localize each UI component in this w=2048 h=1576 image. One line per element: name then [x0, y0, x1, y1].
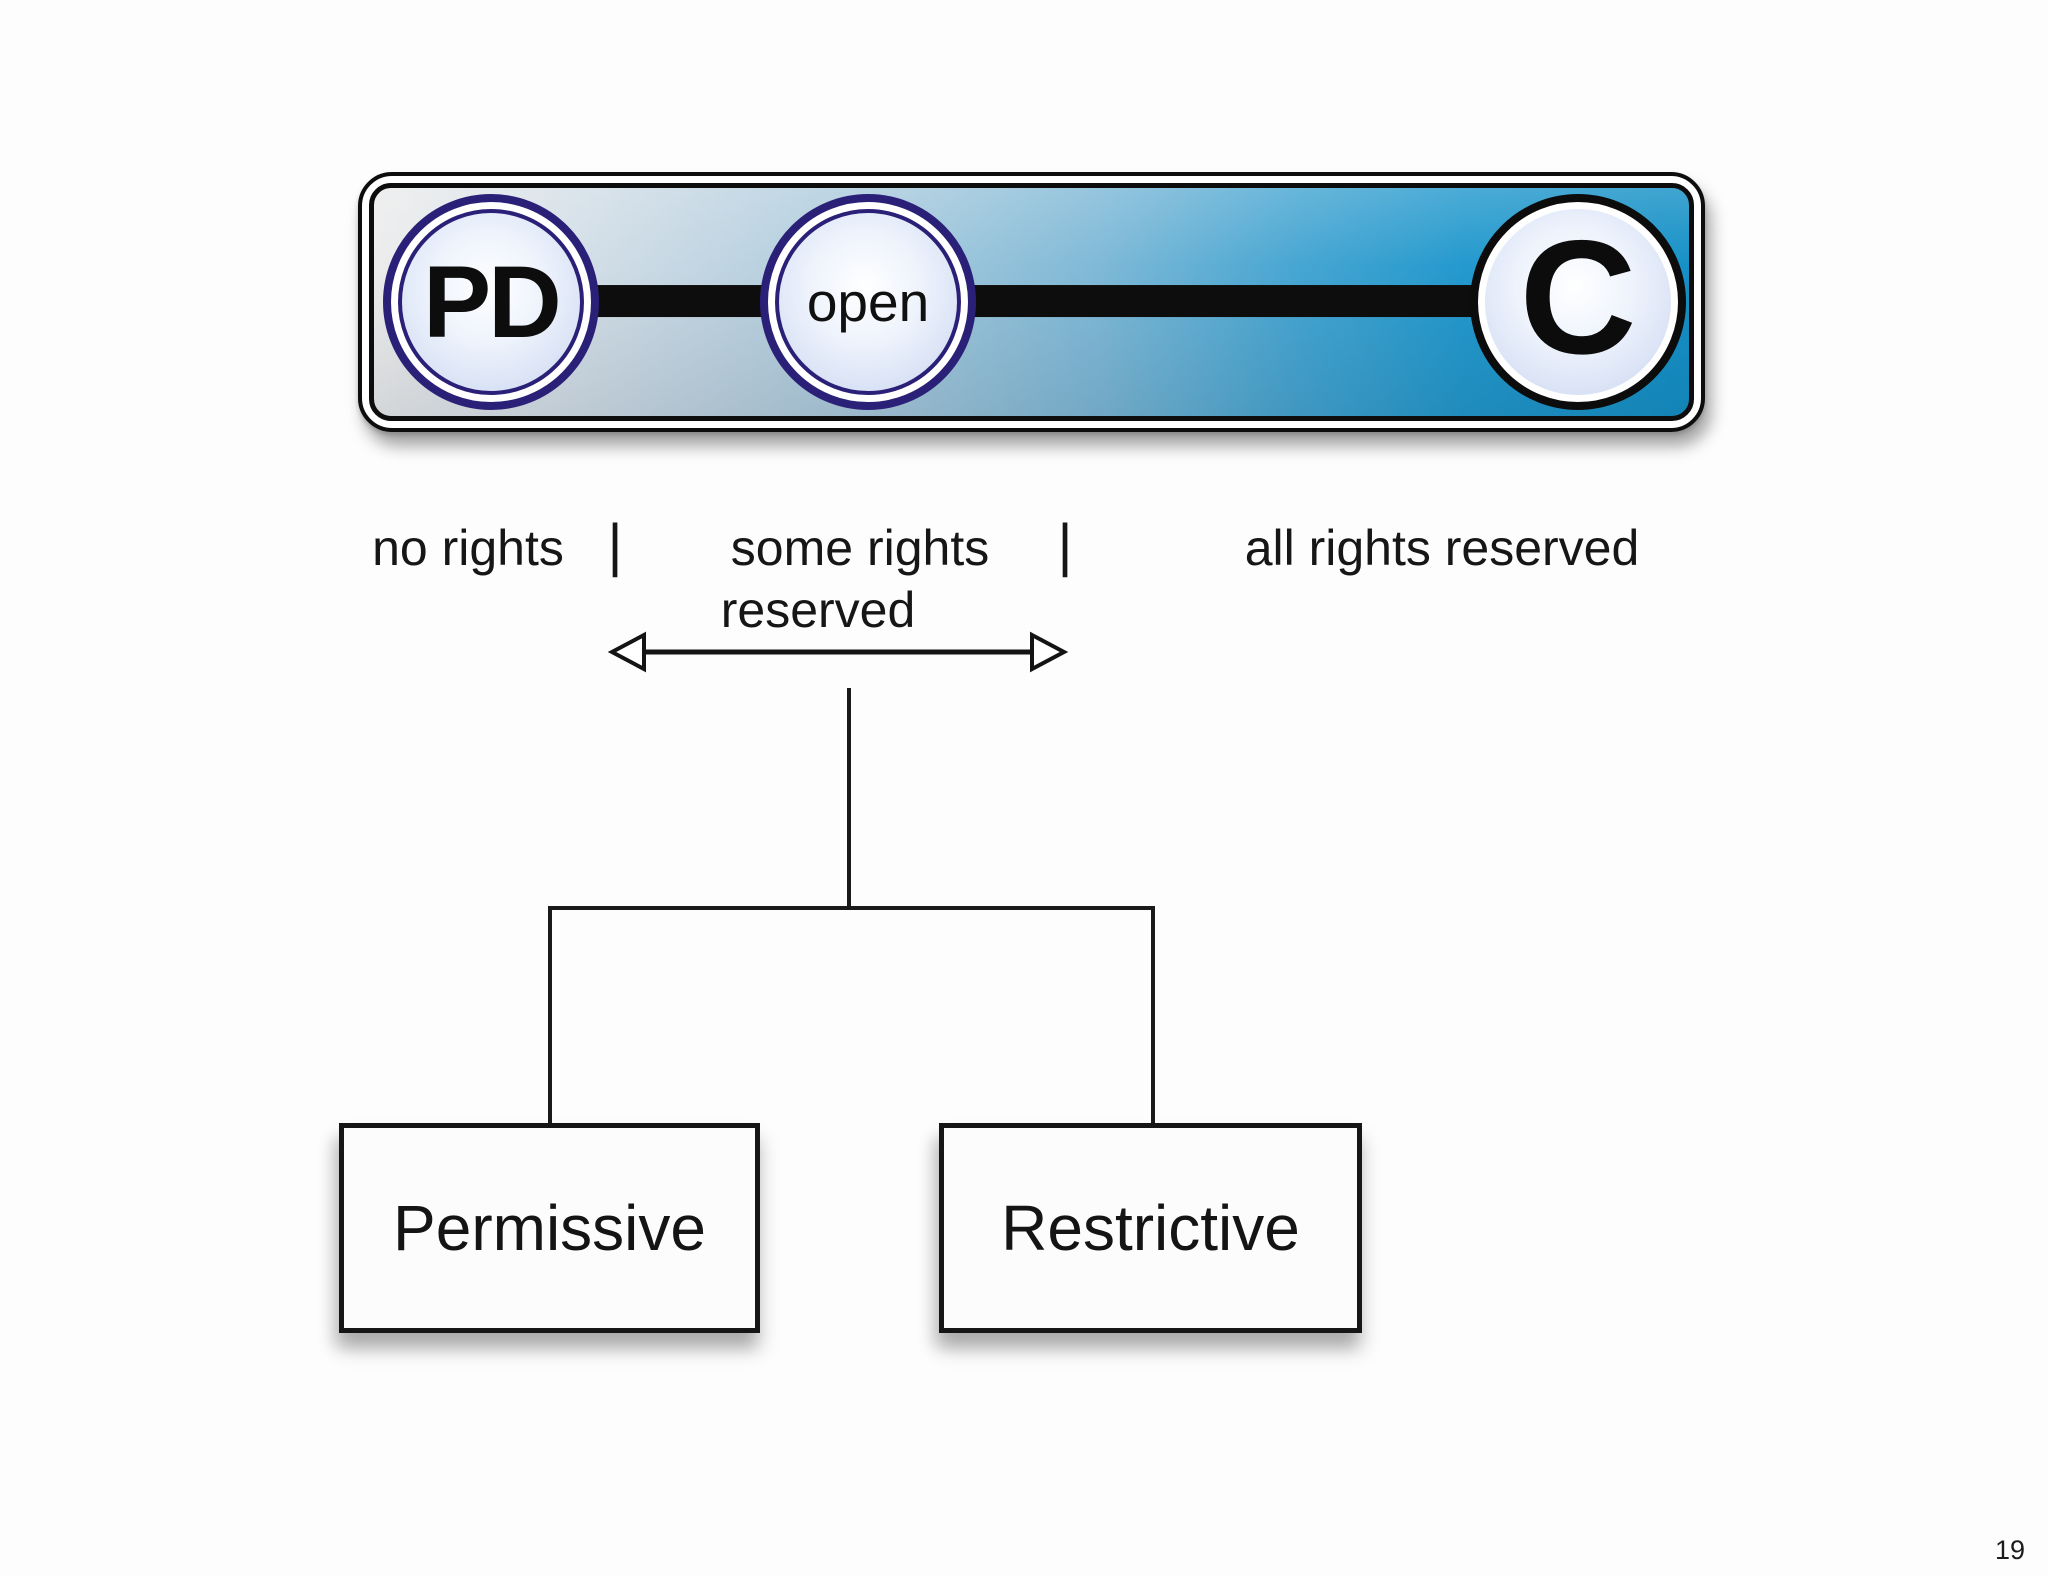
open-license-badge-icon: open [760, 194, 976, 410]
copyright-badge-icon: C [1470, 194, 1686, 410]
copyright-label: C [1519, 207, 1637, 388]
license-spectrum-bar: PD open C [358, 172, 1705, 432]
double-headed-arrow-icon [607, 631, 1069, 673]
scale-separator-2: | [1057, 513, 1073, 578]
public-domain-badge-icon: PD [383, 194, 599, 410]
restrictive-box: Restrictive [939, 1123, 1362, 1333]
scale-separator-1: | [607, 513, 623, 578]
page-number: 19 [1995, 1535, 2026, 1565]
permissive-box: Permissive [339, 1123, 760, 1333]
restrictive-label: Restrictive [1001, 1192, 1300, 1264]
no-rights-label: no rights [372, 520, 564, 576]
some-rights-label-line1: some rights [730, 520, 990, 576]
some-rights-label-line2: reserved [720, 582, 916, 638]
spectrum-connector-line [479, 285, 1574, 318]
public-domain-label: PD [423, 244, 562, 359]
tree-right-drop-line [1151, 906, 1155, 1125]
spectrum-gradient-panel: PD open C [369, 183, 1694, 421]
open-license-label: open [806, 271, 930, 333]
tree-branch-line [548, 906, 1155, 910]
tree-root-line [847, 688, 851, 910]
all-rights-reserved-label: all rights reserved [1244, 520, 1640, 576]
permissive-label: Permissive [393, 1192, 706, 1264]
tree-left-drop-line [548, 906, 552, 1125]
